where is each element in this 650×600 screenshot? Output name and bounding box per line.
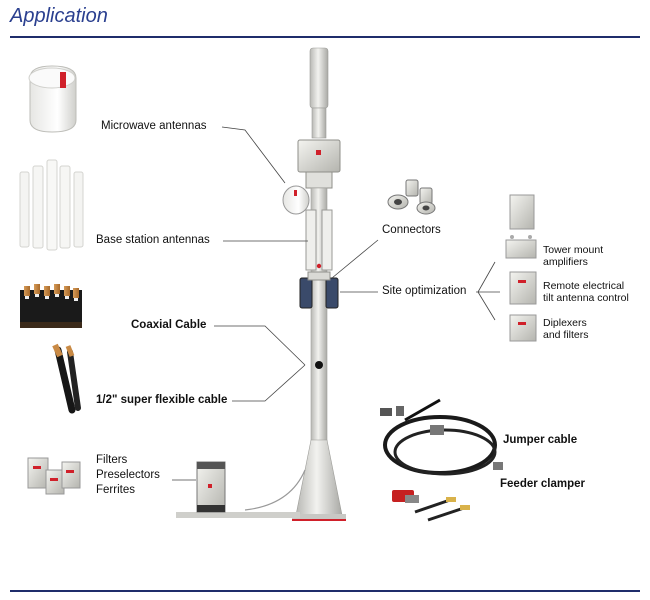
label-diplexers: Diplexers and filters xyxy=(543,317,589,341)
ground-slab xyxy=(176,512,300,518)
label-diplexers-line1: Diplexers xyxy=(543,317,587,329)
label-tma: Tower mount amplifiers xyxy=(543,244,603,268)
leader-lines xyxy=(172,126,500,481)
label-site-optimization: Site optimization xyxy=(382,285,467,297)
label-tma-line1: Tower mount xyxy=(543,244,604,256)
base-station-antennas-icon xyxy=(19,159,84,251)
connectors-icon xyxy=(387,179,436,215)
mast-dish-icon xyxy=(282,185,310,215)
label-coaxial-cable: Coaxial Cable xyxy=(131,319,207,331)
label-ret: Remote electrical tilt antenna control xyxy=(543,280,629,304)
label-ret-line2: tilt antenna control xyxy=(543,292,629,304)
filter-cabinet-icon xyxy=(196,461,226,513)
label-connectors: Connectors xyxy=(382,224,441,236)
ground-cable xyxy=(244,469,306,511)
feeder-clamper-icon xyxy=(392,490,470,522)
label-feeder-clamper: Feeder clamper xyxy=(500,478,586,490)
label-base-station-antennas: Base station antennas xyxy=(96,234,210,246)
label-jumper-cable: Jumper cable xyxy=(503,434,578,446)
coaxial-cable-icon xyxy=(20,284,82,328)
page-title: Application xyxy=(10,5,108,27)
label-microwave-antennas: Microwave antennas xyxy=(101,120,207,132)
filters-product-icon xyxy=(27,457,81,495)
flexible-cable-icon xyxy=(52,343,81,414)
jumper-cable-icon xyxy=(380,398,503,476)
label-ret-line1: Remote electrical xyxy=(543,280,625,292)
label-diplexers-line2: and filters xyxy=(543,329,589,341)
microwave-antenna-icon xyxy=(28,65,77,133)
label-ferrites: Ferrites xyxy=(96,484,135,496)
top-divider xyxy=(10,36,640,38)
label-flexible-cable: 1/2" super flexible cable xyxy=(96,394,228,406)
diplexer-product-icon xyxy=(509,314,537,342)
label-preselectors: Preselectors xyxy=(96,469,160,481)
bottom-divider xyxy=(10,590,640,592)
label-filters: Filters xyxy=(96,454,128,466)
tower-pole xyxy=(292,47,346,521)
label-tma-line2: amplifiers xyxy=(543,256,588,268)
ret-product-icon xyxy=(509,271,537,305)
tma-product-icon xyxy=(505,194,537,259)
